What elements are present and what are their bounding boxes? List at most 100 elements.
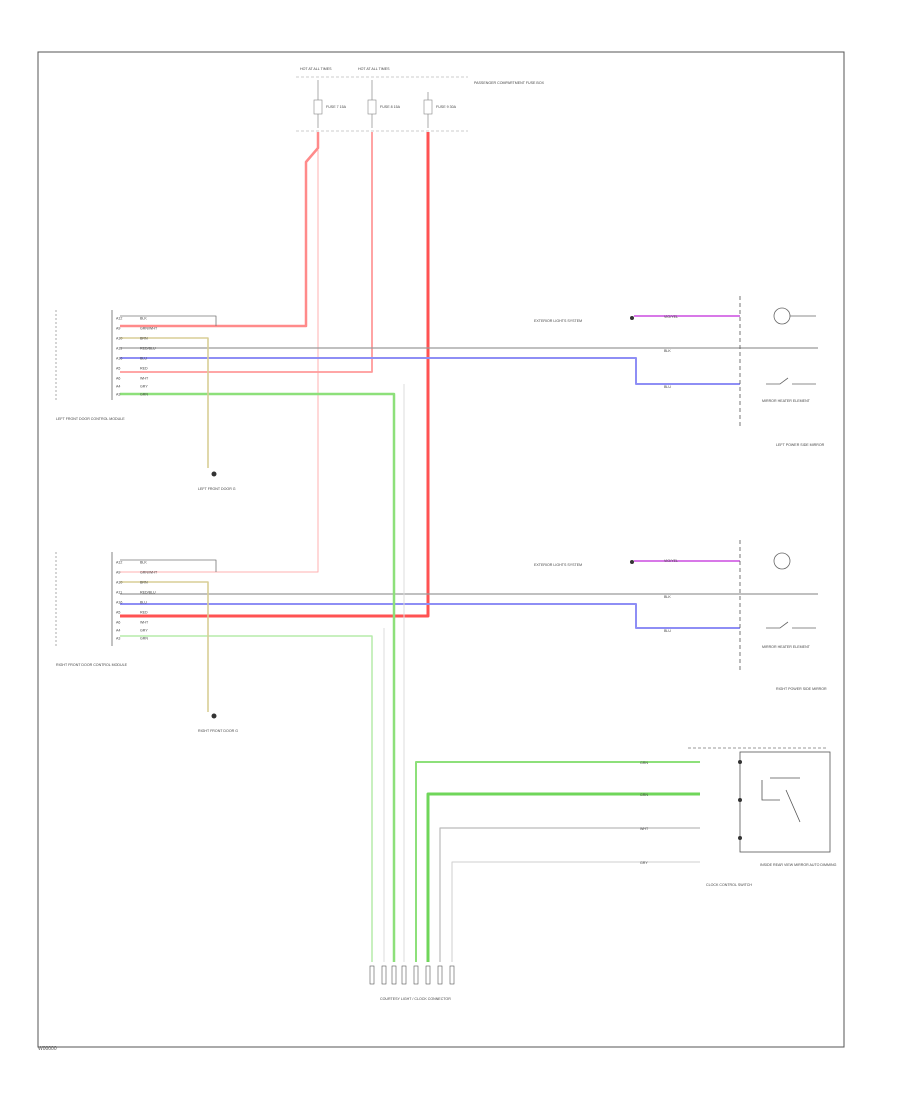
rf-pin-color-0: BLK <box>140 561 147 565</box>
wire-tan-lf-ground <box>120 337 209 468</box>
lm-assembly-label: LEFT POWER SIDE MIRROR <box>776 443 825 447</box>
rf-pin-color-1: GRN/WHT <box>140 571 158 575</box>
wire-tan-rf-ground <box>120 581 209 712</box>
rf-pin-7: A4 <box>116 629 120 633</box>
fuse-2-label: FUSE 8 15A <box>380 105 401 109</box>
diagram-code: W00000 <box>38 1046 57 1052</box>
lf-pin-color-7: GRY <box>140 385 148 389</box>
left-mirror-assembly: EXTERIOR LIGHTS SYSTEM VIO/YEL BLK BLU M… <box>534 296 825 447</box>
lf-pin-color-5: RED <box>140 367 148 371</box>
lf-pin-6: A6 <box>116 377 120 381</box>
connector-pin-1 <box>381 965 387 985</box>
rf-module-label: RIGHT FRONT DOOR CONTROL MODULE <box>56 663 128 667</box>
rf-pin-4: A16 <box>116 601 122 605</box>
wire-bundle <box>120 132 818 962</box>
lm-lamp-icon <box>773 307 791 325</box>
rf-pin-color-2: BRN <box>140 581 148 585</box>
lf-pin-color-4: BLU <box>140 357 147 361</box>
wire-green-rear-2 <box>426 792 700 962</box>
lf-ground-icon <box>211 471 217 477</box>
rm-assembly-label: RIGHT POWER SIDE MIRROR <box>776 687 827 691</box>
rf-pin-color-8: GRN <box>140 637 148 641</box>
lf-ground-label: LEFT FRONT DOOR G <box>198 487 236 491</box>
lm-switch-label: MIRROR HEATER ELEMENT <box>762 399 811 403</box>
rear-wire-2-label: GRN <box>640 793 648 797</box>
lf-pin-1: A9 <box>116 327 120 331</box>
lf-pin-color-1: GRN/WHT <box>140 327 158 331</box>
rf-pin-8: A3 <box>116 637 120 641</box>
fuse-box-area: HOT AT ALL TIMES HOT AT ALL TIMES PASSEN… <box>296 67 545 132</box>
wire-red-fuse1-lf <box>120 132 320 328</box>
rf-pin-color-6: WHT <box>140 621 149 625</box>
wire-green-lf <box>120 392 396 962</box>
wire-red-fuse1-rf <box>120 150 319 573</box>
lf-pin-color-8: GRN <box>140 393 148 397</box>
lf-pin-5: A5 <box>116 367 120 371</box>
lf-pin-0: A12 <box>116 317 122 321</box>
fuse-3-label: FUSE 9 30A <box>436 105 457 109</box>
wire-blue-right <box>120 603 740 629</box>
rear-wire-3-label: WHT <box>640 827 649 831</box>
rm-wire-1-label: VIO/YEL <box>664 559 678 563</box>
rf-ground-icon <box>211 713 217 719</box>
rm-heater-switch-icon <box>766 621 789 629</box>
rf-pin-color-5: RED <box>140 611 148 615</box>
lm-ext-lights-label: EXTERIOR LIGHTS SYSTEM <box>534 319 582 323</box>
rf-pin-color-4: BLU <box>140 601 147 605</box>
lf-pin-8: A3 <box>116 393 120 397</box>
bottom-connector-label: COURTESY LIGHT / CLOCK CONNECTOR <box>380 997 451 1001</box>
wire-red-fuse3-rf <box>120 132 430 618</box>
lf-pin-4: A16 <box>116 357 122 361</box>
connector-pin-2 <box>391 965 397 985</box>
rf-pin-5: A5 <box>116 611 120 615</box>
feed-a-label: HOT AT ALL TIMES <box>300 67 332 71</box>
lf-pin-color-6: WHT <box>140 377 149 381</box>
lf-pin-7: A4 <box>116 385 120 389</box>
wire-green-rf <box>120 635 373 962</box>
rm-lamp-icon <box>773 552 791 570</box>
connector-pin-6 <box>437 965 443 985</box>
wire-green-rear-1 <box>415 761 700 962</box>
fuse-box-label: PASSENGER COMPARTMENT FUSE BOX <box>474 81 545 85</box>
connector-pin-4 <box>413 965 419 985</box>
wire-blue-left <box>120 357 740 385</box>
fuse-1-label: FUSE 7 15A <box>326 105 347 109</box>
rf-pin-2: A10 <box>116 581 122 585</box>
rf-ground-label: RIGHT FRONT DOOR G <box>198 729 238 733</box>
rm-ext-lights-label: EXTERIOR LIGHTS SYSTEM <box>534 563 582 567</box>
rear-mirror-box <box>739 751 831 853</box>
fuse-3-icon <box>423 99 433 115</box>
connector-pin-5 <box>425 965 431 985</box>
lf-module-label: LEFT FRONT DOOR CONTROL MODULE <box>56 417 125 421</box>
rear-mirror-label: INSIDE REAR VIEW MIRROR AUTO DIMMING <box>760 863 837 867</box>
rf-pin-color-7: GRY <box>140 629 148 633</box>
rear-wire-1-label: GRN <box>640 761 648 765</box>
bottom-connector: COURTESY LIGHT / CLOCK CONNECTOR <box>369 965 455 1001</box>
clock-switch-label: CLOCK CONTROL SWITCH <box>706 883 752 887</box>
wire-white-rear <box>439 827 700 962</box>
lf-pin-color-0: BLK <box>140 317 147 321</box>
lm-wire-3-label: BLU <box>664 385 671 389</box>
lf-pin-color-2: BRN <box>140 337 148 341</box>
wire-gray-rear <box>451 861 700 962</box>
lm-wire-2-label: BLK <box>664 349 671 353</box>
rear-wire-4-label: GRY <box>640 861 648 865</box>
lf-pin-3: A11 <box>116 347 122 351</box>
rf-pin-3: A11 <box>116 591 122 595</box>
rm-wire-2-label: BLK <box>664 595 671 599</box>
rm-switch-label: MIRROR HEATER ELEMENT <box>762 645 811 649</box>
rf-pin-color-3: RED/BLU <box>140 591 156 595</box>
diagram-frame <box>37 51 845 1048</box>
lm-wire-1-label: VIO/YEL <box>664 315 678 319</box>
lf-pin-2: A10 <box>116 337 122 341</box>
right-mirror-assembly: EXTERIOR LIGHTS SYSTEM VIO/YEL BLK BLU M… <box>534 540 827 691</box>
fuse-1-icon <box>313 99 323 115</box>
feed-b-label: HOT AT ALL TIMES <box>358 67 390 71</box>
rm-wire-3-label: BLU <box>664 629 671 633</box>
rear-view-mirror-assembly: GRN GRN WHT GRY INSIDE REAR VIEW MIRROR … <box>640 747 837 887</box>
fuse-2-icon <box>367 99 377 115</box>
rf-pin-0: A12 <box>116 561 122 565</box>
